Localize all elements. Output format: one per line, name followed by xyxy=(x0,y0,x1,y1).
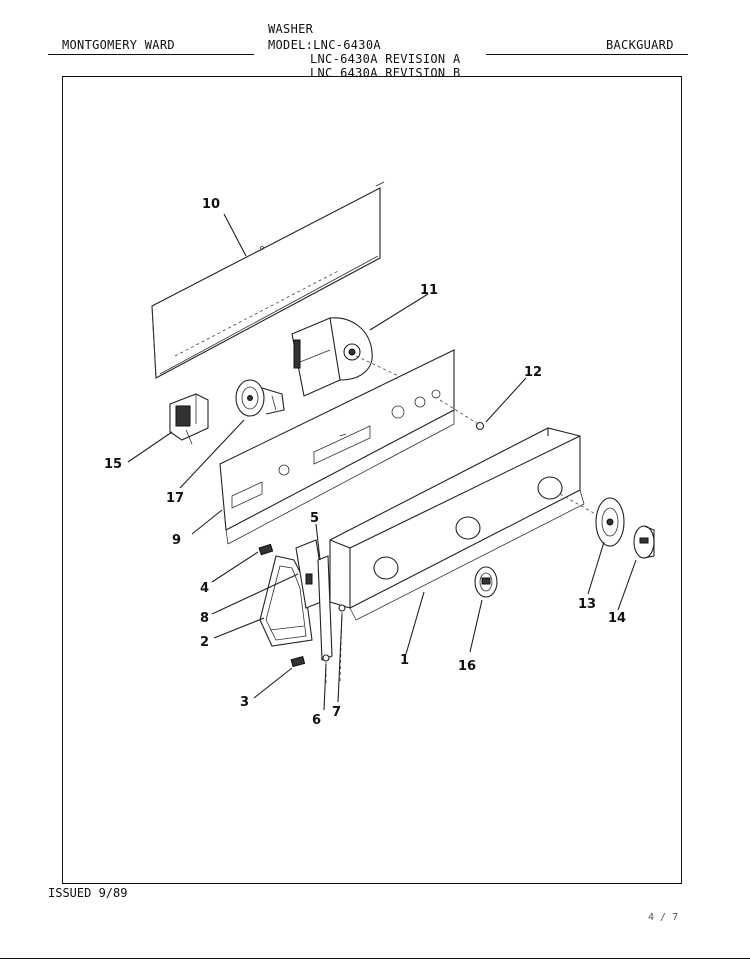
callout-6: 6 xyxy=(312,713,321,728)
part-16-knob xyxy=(474,566,498,598)
revision-a-label: LNC-6430A REVISION A xyxy=(310,52,461,66)
callout-9: 9 xyxy=(172,533,181,548)
callout-17: 17 xyxy=(166,491,184,506)
callout-4: 4 xyxy=(200,581,209,596)
callout-7: 7 xyxy=(332,705,341,720)
part-10-rear-panel xyxy=(151,181,385,379)
part-7-screw xyxy=(338,604,346,683)
part-1-backguard xyxy=(329,427,607,621)
part-14-knob xyxy=(633,525,655,559)
callout-13: 13 xyxy=(578,597,596,612)
diagram-frame xyxy=(62,76,682,884)
page-mark: 4 / 7 xyxy=(648,912,679,923)
callout-3: 3 xyxy=(240,695,249,710)
part-17-pressure-switch xyxy=(235,379,285,417)
callout-8: 8 xyxy=(200,611,209,626)
part-15-switch xyxy=(169,393,209,445)
callout-1: 1 xyxy=(400,653,409,668)
part-13-knob-skirt xyxy=(595,497,625,547)
part-12-screw xyxy=(439,399,485,431)
part-11-timer xyxy=(291,317,421,397)
section-underline xyxy=(486,54,688,55)
callout-12: 12 xyxy=(524,365,542,380)
model-label: MODEL:LNC-6430A xyxy=(268,38,381,52)
leader-lines xyxy=(127,213,637,711)
callout-16: 16 xyxy=(458,659,476,674)
callout-15: 15 xyxy=(104,457,122,472)
callout-5: 5 xyxy=(310,511,319,526)
part-5-bar xyxy=(317,555,333,661)
part-4-clip xyxy=(258,543,274,556)
part-6-screw xyxy=(322,654,330,684)
part-9-control-panel xyxy=(219,349,455,545)
brand-underline xyxy=(48,54,254,55)
section-label: BACKGUARD xyxy=(606,38,674,52)
part-3-clip xyxy=(290,655,306,668)
product-label: WASHER xyxy=(268,22,314,36)
footer-rule xyxy=(0,958,750,959)
callout-10: 10 xyxy=(202,197,220,212)
brand-label: MONTGOMERY WARD xyxy=(62,38,175,52)
callout-11: 11 xyxy=(420,283,438,298)
callout-2: 2 xyxy=(200,635,209,650)
issued-date: ISSUED 9/89 xyxy=(48,886,128,900)
callout-14: 14 xyxy=(608,611,626,626)
